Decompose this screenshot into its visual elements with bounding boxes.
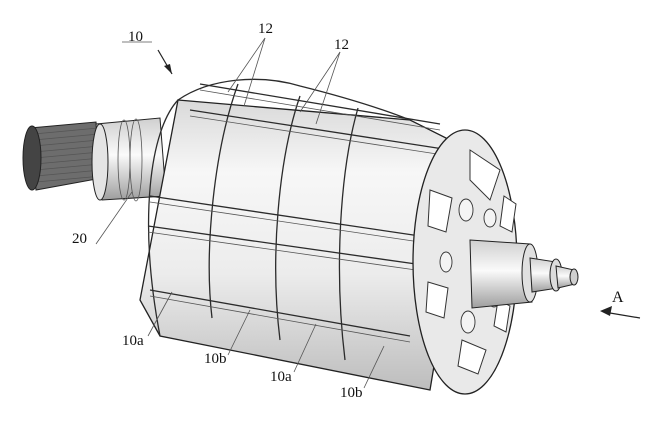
right-shaft (469, 239, 579, 309)
section-divider-3 (338, 107, 359, 361)
rotor-drum (139, 78, 471, 391)
label-10b-1: 10b (204, 351, 227, 367)
label-a: A (612, 289, 624, 306)
label-10b-2: 10b (340, 385, 363, 401)
view-arrow-a (600, 306, 641, 319)
label-12-right: 12 (334, 37, 349, 53)
arrow-10 (157, 49, 173, 75)
label-10: 10 (128, 29, 143, 45)
section-divider-1 (208, 83, 239, 319)
rotor-end-face (412, 129, 518, 395)
label-12-left: 12 (258, 21, 273, 37)
leader-lines (95, 37, 385, 389)
section-divider-2 (275, 95, 301, 341)
label-20: 20 (72, 231, 87, 247)
label-10a-1: 10a (122, 333, 144, 349)
left-spline-shaft (22, 121, 103, 191)
left-journal (91, 117, 167, 202)
axial-grooves (147, 83, 451, 343)
label-10a-2: 10a (270, 369, 292, 385)
